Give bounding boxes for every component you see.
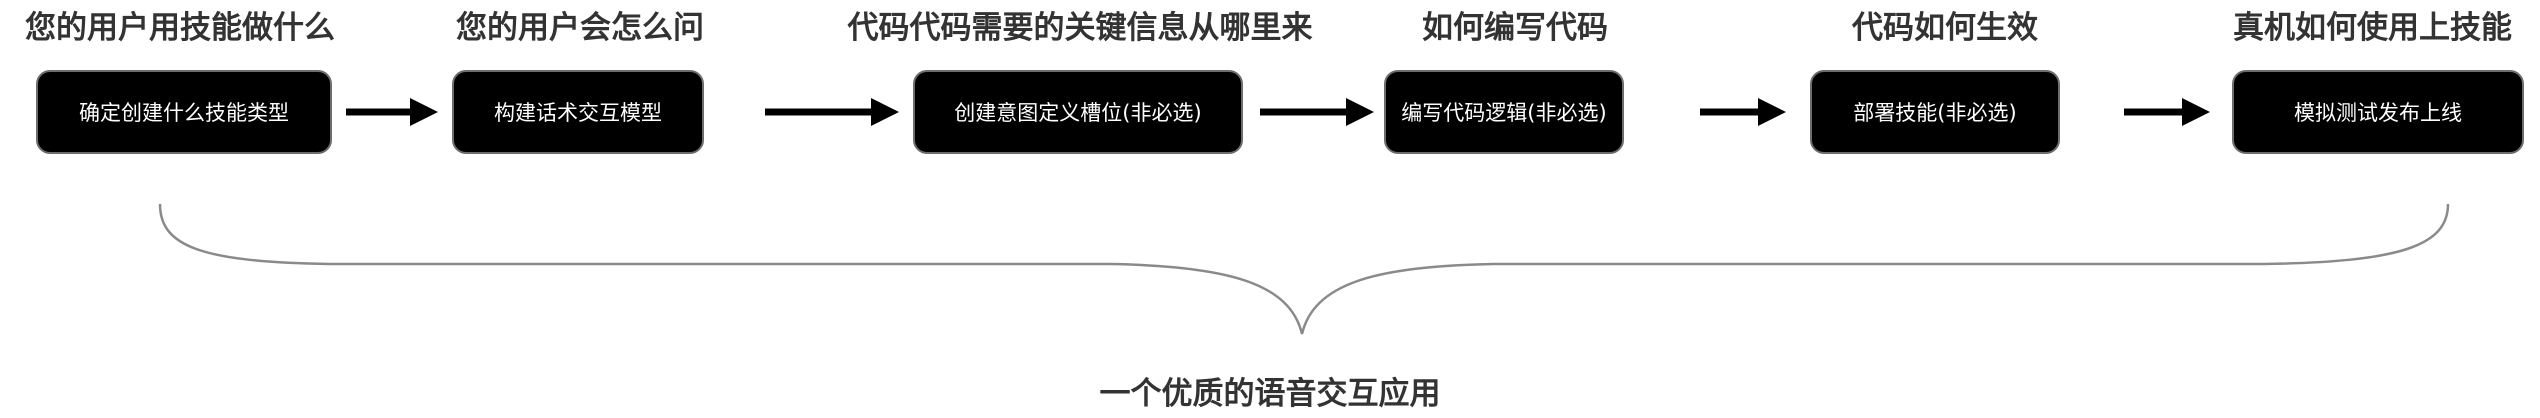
step-5-label: 部署技能(非必选) — [1853, 101, 2017, 125]
step-2-heading: 您的用户会怎么问 — [456, 10, 704, 46]
step-1-box: 确定创建什么技能类型 — [36, 70, 332, 154]
step-1-heading: 您的用户用技能做什么 — [25, 10, 335, 46]
step-3-box: 创建意图定义槽位(非必选) — [913, 70, 1243, 154]
arrow-4-icon — [1700, 98, 1786, 126]
arrow-3-icon — [1260, 98, 1374, 126]
step-4-label: 编写代码逻辑(非必选) — [1401, 101, 1607, 125]
step-1-label: 确定创建什么技能类型 — [79, 101, 289, 125]
step-6-heading: 真机如何使用上技能 — [2233, 10, 2512, 46]
summary-label: 一个优质的语音交互应用 — [1099, 376, 1441, 412]
arrow-5-icon — [2124, 98, 2210, 126]
step-3-heading: 代码代码需要的关键信息从哪里来 — [847, 10, 1313, 46]
step-4-heading: 如何编写代码 — [1422, 10, 1608, 46]
step-4-box: 编写代码逻辑(非必选) — [1384, 70, 1624, 154]
step-6-label: 模拟测试发布上线 — [2294, 101, 2462, 125]
step-5-box: 部署技能(非必选) — [1810, 70, 2060, 154]
step-5-heading: 代码如何生效 — [1852, 10, 2038, 46]
step-2-box: 构建话术交互模型 — [452, 70, 704, 154]
arrow-1-icon — [346, 98, 438, 126]
arrow-2-icon — [765, 98, 899, 126]
step-2-label: 构建话术交互模型 — [494, 101, 662, 125]
step-3-label: 创建意图定义槽位(非必选) — [954, 101, 1202, 125]
step-6-box: 模拟测试发布上线 — [2232, 70, 2524, 154]
